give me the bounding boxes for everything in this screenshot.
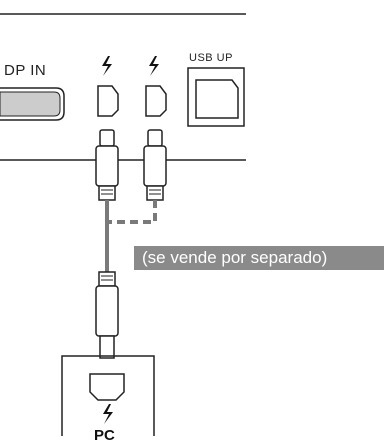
thunderbolt-icon: [102, 56, 112, 76]
usb-c-plug-icon: [143, 129, 167, 201]
usb-c-plug-icon: [95, 271, 119, 359]
usb-c-port-icon: [97, 85, 119, 117]
pc-device: [61, 355, 155, 436]
dashed-alt-cable: [107, 200, 157, 224]
usb-b-port-icon: [187, 67, 245, 127]
cable-note: (se vende por separado): [134, 246, 384, 270]
usb-c-plug-icon: [95, 129, 119, 201]
usb-up-label: USB UP: [189, 52, 233, 64]
thunderbolt-icon: [149, 56, 159, 76]
dp-in-label: DP IN: [4, 62, 47, 79]
displayport-icon: [0, 87, 65, 121]
pc-label: PC: [92, 427, 117, 444]
thunderbolt-icon: [103, 404, 113, 424]
usb-c-port-icon: [145, 85, 167, 117]
